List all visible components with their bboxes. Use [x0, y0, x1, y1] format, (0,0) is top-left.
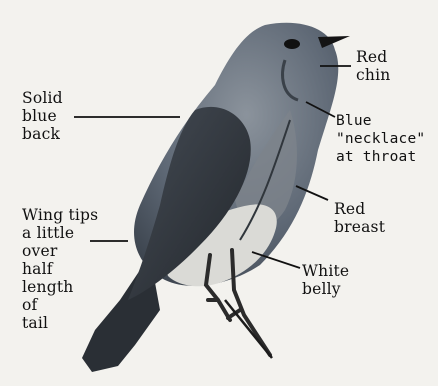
label-back: Solid blue back — [22, 89, 63, 143]
label-chin: Red chin — [356, 48, 390, 84]
label-necklace: Blue "necklace" at throat — [336, 112, 425, 166]
label-breast: Red breast — [334, 200, 385, 236]
bird-eye — [284, 39, 300, 49]
bird-perch — [225, 300, 272, 358]
bird-beak — [318, 36, 350, 48]
label-wing-tips: Wing tips a little over half length of t… — [22, 206, 98, 332]
label-belly: White belly — [302, 262, 349, 298]
